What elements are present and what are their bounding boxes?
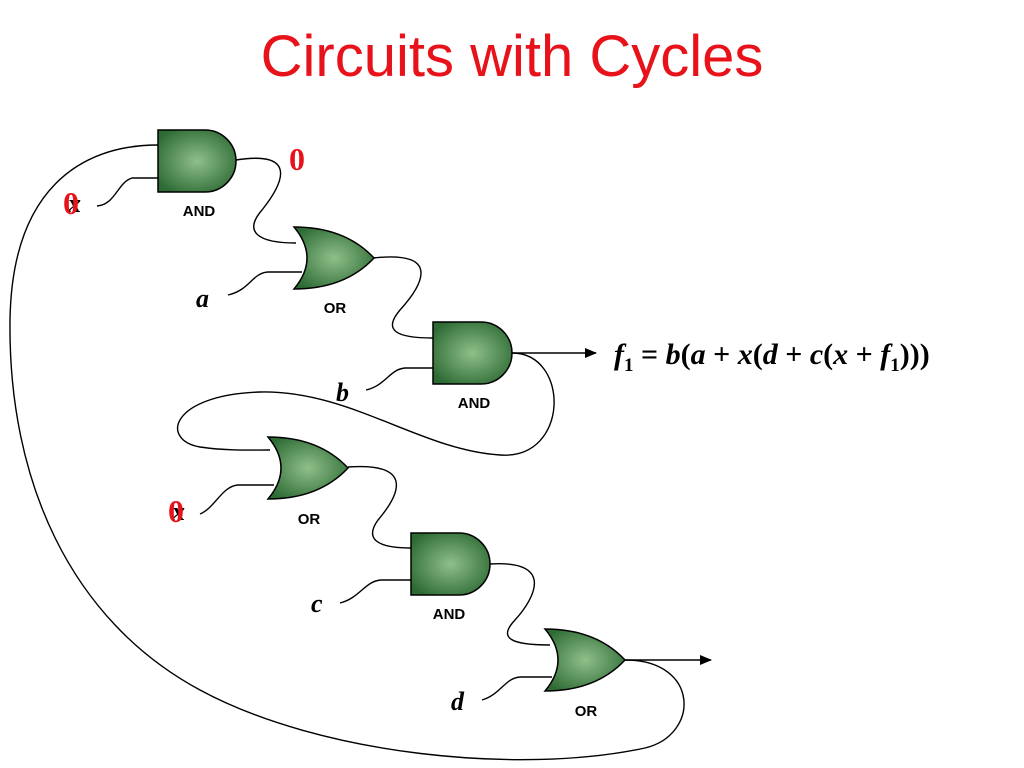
formula-a: a — [691, 338, 706, 371]
formula-open-1: ( — [681, 338, 691, 371]
wire-x-top — [96, 177, 158, 207]
wire-and3-to-or3 — [489, 563, 551, 646]
formula-x-2: x — [832, 338, 848, 371]
slide-title: Circuits with Cycles — [260, 24, 764, 89]
formula-plus-3: + — [848, 338, 880, 371]
input-label-d: d — [451, 687, 465, 716]
output-formula: f1 = b(a + x(d + c(x + f1))) — [614, 338, 930, 376]
formula-b: b — [666, 338, 681, 371]
wire-or2-to-and3 — [347, 465, 412, 549]
wire-and1-to-or1 — [235, 157, 297, 244]
formula-sub-1: 1 — [624, 355, 634, 376]
or-gate-3-label: OR — [575, 703, 598, 720]
formula-sub-2: 1 — [890, 355, 900, 376]
input-label-b: b — [336, 378, 349, 407]
wire-d — [481, 676, 552, 701]
formula-x-1: x — [737, 338, 753, 371]
input-label-x-top: x — [67, 189, 81, 218]
formula-close-3: ) — [920, 338, 930, 371]
formula-close-2: ) — [910, 338, 920, 371]
and-gate-1-shape — [157, 129, 237, 193]
or-gate-3-shape — [543, 628, 627, 692]
or-gate-2-label: OR — [298, 511, 321, 528]
wire-and2-loop-to-or2 — [176, 352, 555, 456]
and-gate-3-label: AND — [433, 606, 466, 623]
or-gate-1-shape — [292, 226, 376, 290]
formula-c: c — [810, 338, 823, 371]
or-gate-1: OR — [292, 226, 376, 317]
formula-plus-2: + — [778, 338, 810, 371]
wire-c — [339, 579, 411, 604]
formula-equals: = — [634, 338, 666, 371]
or-gate-3: OR — [543, 628, 627, 720]
value-x-top: 0 — [63, 185, 79, 221]
input-label-c: c — [311, 589, 323, 618]
or-gate-1-label: OR — [324, 300, 347, 317]
and-gate-1-label: AND — [183, 203, 216, 220]
and-gate-3: AND — [410, 532, 491, 623]
formula-open-3: ( — [823, 338, 833, 371]
or-gate-2-shape — [266, 436, 350, 500]
wire-b — [365, 367, 433, 391]
and-gate-3-shape — [410, 532, 491, 596]
and-gate-1: AND — [157, 129, 237, 220]
wire-feedback-loop — [9, 144, 685, 761]
and-gate-2-shape — [432, 321, 513, 385]
wire-x-mid — [199, 484, 274, 515]
formula-close-1: ) — [900, 338, 910, 371]
input-label-a: a — [196, 284, 209, 313]
value-and1-output: 0 — [289, 141, 305, 177]
input-label-x-mid: x — [171, 497, 185, 526]
formula-d: d — [763, 338, 779, 371]
formula-open-2: ( — [753, 338, 763, 371]
formula-f: f — [614, 338, 627, 371]
or-gate-2: OR — [266, 436, 350, 528]
wire-or1-to-and2 — [372, 256, 434, 339]
wire-a — [227, 271, 302, 296]
and-gate-2: AND — [432, 321, 513, 412]
and-gate-2-label: AND — [458, 395, 491, 412]
formula-f-2: f — [880, 338, 893, 371]
formula-plus-1: + — [706, 338, 738, 371]
value-x-mid: 0 — [168, 493, 184, 529]
